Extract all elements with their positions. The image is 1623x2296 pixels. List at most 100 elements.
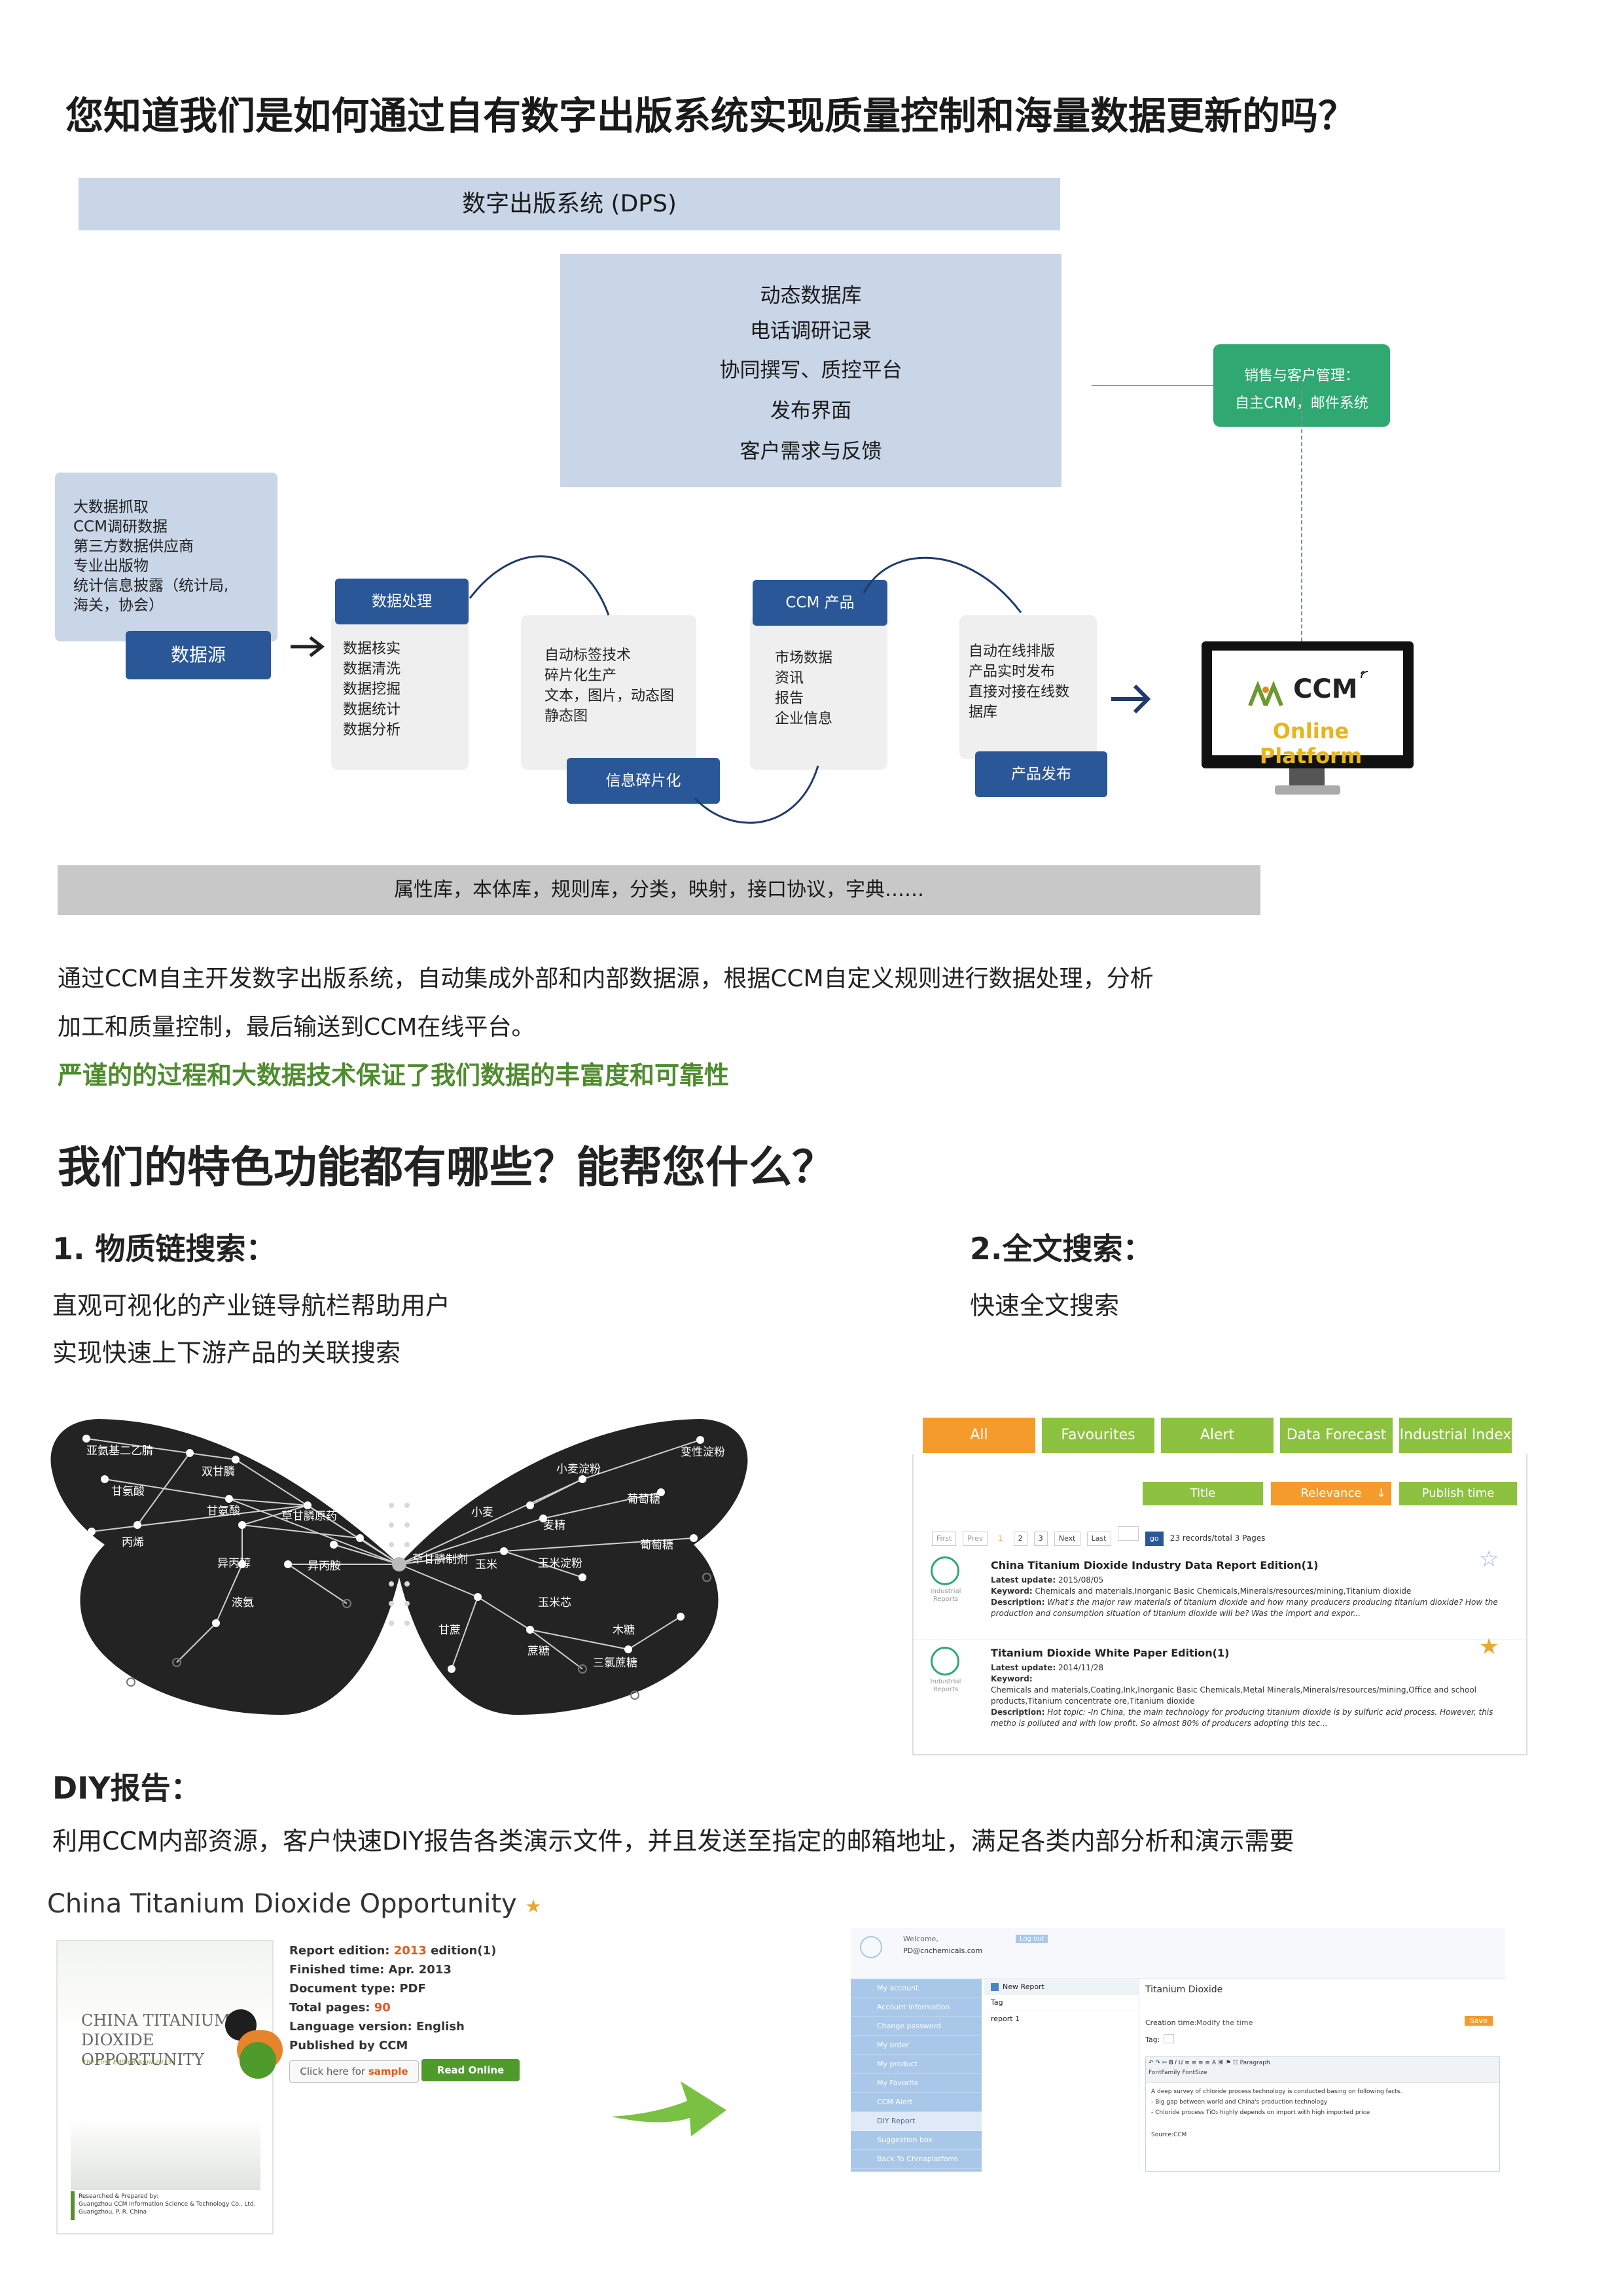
tab-favourites[interactable]: Favourites [1042,1418,1154,1453]
chain-label[interactable]: 小麦淀粉 [556,1463,601,1476]
star-filled-icon[interactable]: ★ [525,1895,542,1917]
read-online-button[interactable]: Read Online [421,2059,520,2081]
pager-next[interactable]: Next [1054,1532,1080,1546]
pager-go[interactable]: go [1145,1532,1164,1546]
meta-row: Finished time: Apr. 2013 [289,1960,496,1979]
chain-label[interactable]: 亚氨基二乙腈 [86,1444,153,1458]
logout-button[interactable]: Log out [1016,1935,1048,1943]
sample-word: sample [368,2066,408,2077]
meta-row: Language version: English [289,2017,496,2036]
chain-label[interactable]: 玉米 [475,1558,497,1571]
report-cover[interactable]: CHINA TITANIUM DIOXIDE OPPORTUNITY The F… [56,1940,283,2234]
pager-page[interactable]: 3 [1033,1532,1048,1546]
chain-label[interactable]: 双甘膦 [202,1465,235,1479]
chain-label[interactable]: 麦精 [543,1519,565,1532]
cover-footer-line: Guangzhou CCM Information Science & Tech… [79,2201,256,2208]
sidebar-item-account-information[interactable]: Account information [851,1998,982,2017]
avatar[interactable] [860,1936,882,1958]
chain-label[interactable]: 玉米芯 [538,1596,571,1609]
star-outline-icon[interactable]: ☆ [1479,1546,1499,1572]
sidebar-item-my-product[interactable]: My product [851,2055,982,2074]
chain-label[interactable]: 异丙胺 [308,1560,341,1573]
tab-alert[interactable]: Alert [1161,1418,1274,1453]
processing-item: 数据清洗 [343,661,401,677]
sample-button[interactable]: Click here for sample [289,2060,419,2083]
tab-industrial-index[interactable]: Industrial Index [1399,1418,1512,1453]
arrow-right-icon [1111,684,1151,714]
platform-name: CCM [1293,674,1358,704]
tab-data-forecast[interactable]: Data Forecast [1280,1418,1393,1453]
crm-line: 销售与客户管理： [1243,368,1359,384]
sidebar-item-ccm-alert[interactable]: CCM Alert [851,2093,982,2112]
sidebar-item-change-password[interactable]: Change password [851,2017,982,2036]
star-filled-icon[interactable]: ★ [1479,1634,1499,1660]
pager-last[interactable]: Last [1086,1532,1111,1546]
intro-highlight: 严谨的的过程和大数据技术保证了我们数据的丰富度和可靠性 [58,1061,730,1090]
chain-label[interactable]: 蔗糖 [527,1645,550,1658]
save-button[interactable]: Save [1465,2016,1493,2026]
sidebar-item-my-account[interactable]: My account [851,1979,982,1998]
toolbar-icons[interactable]: ↶ ↷ ✂ 𝐁 𝐼 U ≡ ≡ ≡ ≡ A ⌘ ⚑ ☷ Paragraph [1149,2060,1270,2066]
chain-label[interactable]: 丙烯 [122,1536,144,1549]
paragraph-select[interactable]: Paragraph [1240,2060,1270,2066]
pager-first[interactable]: First [932,1532,957,1546]
chain-label[interactable]: 三氯蔗糖 [593,1657,637,1670]
pager-page[interactable]: 1 [998,1534,1003,1543]
cover-green-disc [240,2042,276,2079]
arrow-right-icon [611,2081,726,2136]
result-title[interactable]: Titanium Dioxide White Paper Edition(1) [991,1647,1230,1659]
processing-item: 数据分析 [343,722,401,738]
sidebar-item-my-favorite[interactable]: My Favorite [851,2074,982,2093]
chain-label[interactable]: 葡萄糖 [627,1493,660,1506]
cover-footer: Researched & Prepared by: Guangzhou CCM … [79,2193,256,2216]
chain-label[interactable]: 小麦 [471,1506,493,1519]
intro-line: 加工和质量控制，最后输送到CCM在线平台。 [58,1014,535,1041]
tag-input[interactable] [1164,2034,1174,2043]
source-item: 第三方数据供应商 [73,538,194,555]
sort-publish-time-button[interactable]: Publish time [1399,1482,1517,1505]
report-heading-text: China Titanium Dioxide Opportunity [47,1889,517,1919]
chain-label[interactable]: 甘氨酸 [111,1485,145,1498]
sort-relevance-button[interactable]: Relevance ↓ [1271,1482,1391,1505]
result-meta: Latest update: 2015/08/05 Keyword: Chemi… [991,1575,1508,1619]
chain-label[interactable]: 草甘膦原药 [281,1510,337,1523]
meta-row: Total pages: 90 [289,1998,496,2017]
chain-label[interactable]: 液氨 [232,1596,254,1609]
features-title: 我们的特色功能都有哪些？能帮您什么？ [58,1142,835,1193]
page-input[interactable] [1117,1526,1139,1541]
rich-text-editor[interactable]: ↶ ↷ ✂ 𝐁 𝐼 U ≡ ≡ ≡ ≡ A ⌘ ⚑ ☷ Paragraph Fo… [1145,2056,1500,2172]
feature2-title: 2.全文搜索： [970,1231,1153,1266]
sidebar-item-my-order[interactable]: My order [851,2036,982,2055]
creation-time-value[interactable]: Modify the time [1196,2018,1253,2027]
result-title[interactable]: China Titanium Dioxide Industry Data Rep… [991,1559,1319,1571]
fragment-item: 自动标签技术 [544,647,632,664]
chain-label[interactable]: 葡萄糖 [640,1539,673,1552]
chain-label[interactable]: 玉米淀粉 [538,1557,582,1570]
font-size-select[interactable]: FontSize [1182,2070,1207,2076]
chain-label[interactable]: 木糖 [613,1624,635,1637]
report-doc-title[interactable]: Titanium Dioxide [1145,1984,1223,1995]
pager-page[interactable]: 2 [1013,1532,1027,1546]
tab-all[interactable]: All [923,1418,1035,1453]
chain-label[interactable]: 变性淀粉 [681,1446,725,1459]
chain-label[interactable]: 甘氨酸 [207,1505,240,1518]
result-type: Industrial Reports [930,1678,961,1693]
meta-label: Document type: [289,1982,400,1996]
chain-label[interactable]: 异丙醇 [217,1557,251,1570]
diy-title: DIY报告： [52,1770,201,1806]
report-editor: Titanium Dioxide Creation time: Modify t… [1141,1979,1505,2172]
report-item[interactable]: report 1 [991,2015,1020,2023]
sidebar-item-diy-report[interactable]: DIY Report [851,2112,982,2131]
tag-row[interactable]: Tag [984,1995,1139,2011]
pager-prev[interactable]: Prev [963,1532,988,1546]
sidebar-item-back[interactable]: Back To Chinaplatform [851,2150,982,2169]
result-keyword: Chemicals and materials,Coating,Ink,Inor… [991,1685,1477,1706]
chain-label[interactable]: 草甘膦制剂 [412,1553,468,1566]
sidebar-item-suggestion-box[interactable]: Suggestion box [851,2131,982,2150]
sort-title-button[interactable]: Title [1143,1482,1263,1505]
chain-label[interactable]: 甘蔗 [438,1624,461,1637]
publish-item: 自动在线排版 [969,643,1056,660]
font-family-select[interactable]: FontFamily [1149,2070,1181,2076]
new-report-row[interactable]: New Report [984,1979,1139,1995]
app-header: Welcome, PD@cnchemicals.com Log out [851,1928,1505,1979]
